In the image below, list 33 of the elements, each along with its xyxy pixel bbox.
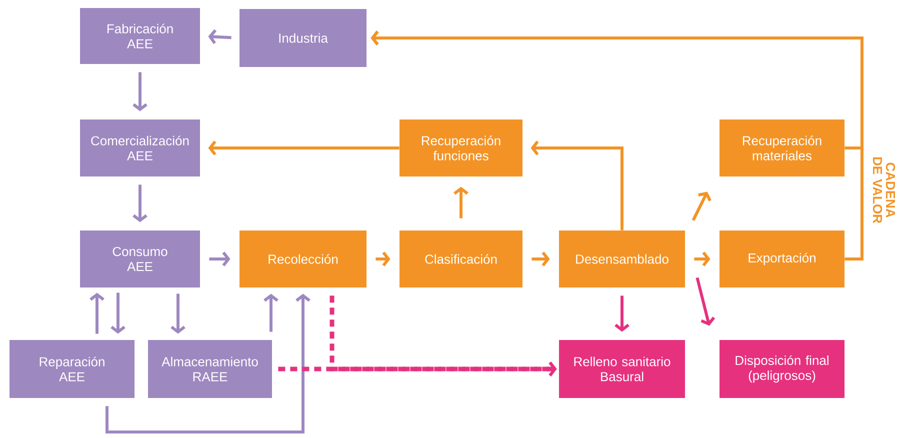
arrow: [170, 294, 186, 334]
arrow: [208, 29, 232, 44]
arrow: [532, 252, 550, 266]
process-box: Disposición final (peligrosos): [720, 340, 844, 398]
arrow: [530, 140, 624, 230]
process-box: Industria: [240, 9, 366, 67]
process-box: Comercialización AEE: [80, 120, 200, 176]
arrow: [106, 294, 310, 434]
arrow: [132, 72, 148, 112]
arrow: [110, 292, 126, 334]
arrow: [370, 30, 864, 260]
arrow: [696, 277, 716, 326]
process-box: Relleno sanitario Basural: [559, 340, 685, 398]
arrow: [330, 296, 557, 376]
arrow: [132, 184, 148, 222]
process-box: Consumo AEE: [80, 230, 200, 288]
arrow: [209, 252, 230, 266]
arrow: [692, 192, 712, 221]
process-box: Recuperación materiales: [720, 120, 844, 176]
arrow: [208, 140, 400, 156]
arrow: [264, 294, 278, 332]
arrow: [614, 296, 630, 332]
process-box: Recuperación funciones: [400, 120, 522, 176]
process-box: Exportación: [720, 230, 844, 288]
arrow: [454, 186, 468, 218]
side-label: CADENA DE VALOR: [872, 157, 896, 224]
process-box: Recolección: [240, 230, 366, 288]
arrow: [90, 292, 104, 334]
process-box: Clasificación: [400, 230, 522, 288]
process-box: Desensamblado: [559, 230, 685, 288]
process-box: Fabricación AEE: [80, 8, 200, 64]
process-box: Almacenamiento RAEE: [148, 340, 272, 398]
process-box: Reparación AEE: [10, 340, 134, 398]
